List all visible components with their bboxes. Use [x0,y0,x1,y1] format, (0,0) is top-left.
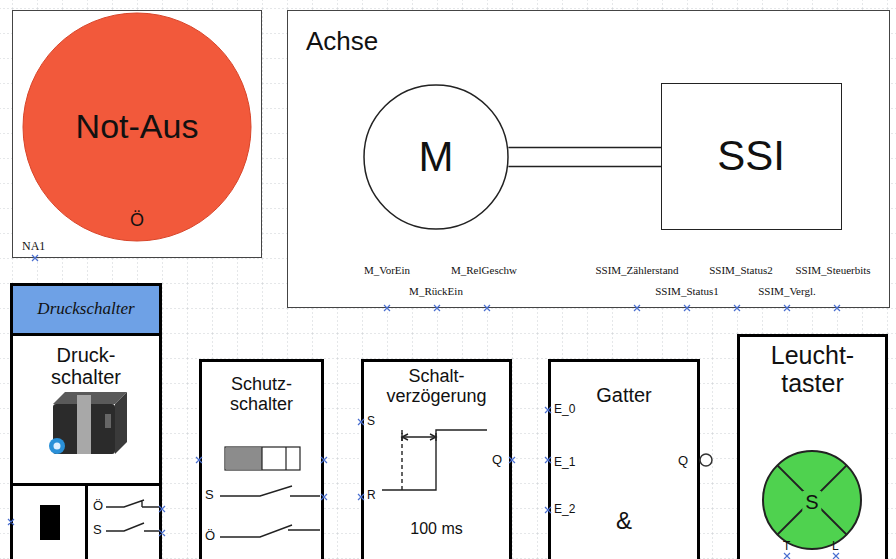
node-text: M [363,133,509,180]
symbol-part [763,451,861,549]
node-text: R [367,489,376,502]
node-text: S [802,491,821,513]
symbol-part [382,430,487,490]
pressure-switch-box-shape [13,286,159,559]
symbol-part [105,414,111,428]
pressure-switch-box: DruckschalterDruck- schalterÖS [10,283,162,559]
symbol-part [220,525,320,537]
symbol-part [40,505,60,540]
symbol-part [106,500,159,531]
delay-box: Schalt- verzögerungS Q R 100 ms [361,359,512,559]
symbol-part [77,395,91,454]
circuit-breaker-box: Schutz- schalterS Ö [199,359,324,559]
shaft-line [508,147,661,149]
symbol-part [402,434,436,440]
signal-name: SSIM_Status2 [709,264,773,276]
node-text: Ö [93,499,103,514]
symbol-part [382,430,487,490]
node-text: S [367,415,375,428]
emergency-stop-button: Not-AusÖ [22,12,252,242]
contact-cell: ÖS [88,486,159,559]
encoder-box: SSI [661,83,842,230]
symbol-part [262,447,286,470]
node-text: Ö [22,210,252,230]
gate-box: GatterE_0E_1QE_2& [548,359,700,559]
node-text: L [832,540,839,553]
symbol-part [220,486,320,537]
node-text: & [551,508,697,535]
shaft-connector [508,148,661,167]
illuminated-button-box: Leucht- tasterT L S [737,334,888,559]
node-text: NA1 [22,240,45,253]
node-text: 100 ms [364,520,509,538]
signal-name: M_RelGeschw [451,264,517,276]
node-text: Druckschalter [13,299,159,318]
motor-circle: M [363,84,509,230]
symbol-part [402,433,436,441]
signal-name: SSIM_Vergl. [758,285,816,297]
symbol-part [777,465,846,534]
node-text: Druck- schalter [31,344,141,389]
symbol-part [364,85,508,229]
axis-box: AchseM SSI [287,10,890,308]
shaft-line [508,166,661,168]
symbol-part [220,486,320,496]
symbol-part [54,443,61,450]
node-text: Not-Aus [22,107,252,145]
node-text: E_2 [554,503,575,516]
symbol-part [226,448,262,470]
signal-name: SSIM_Status1 [655,285,719,297]
node-text: Q [678,454,688,469]
node-text: E_0 [554,403,575,416]
symbol-part [115,392,127,454]
node-text: S [93,523,102,538]
signal-name: M_RückEin [409,285,463,297]
symbol-part [225,447,300,470]
lamp-button: S [762,450,862,550]
node-text: T [783,540,790,553]
node-text: Schutz- schalter [206,374,317,414]
node-text: S [205,488,214,503]
node-text: Achse [306,27,378,56]
node-text: E_1 [554,456,575,469]
node-text: Leucht- taster [745,341,880,397]
symbol-part [106,523,159,531]
symbol-part [49,438,65,454]
symbol-part [23,13,251,241]
symbol-part [106,500,159,507]
emergency-stop-frame: NA1Not-AusÖ [12,10,262,258]
signal-name: SSIM_Zählerstand [595,264,678,276]
node-text: Ö [205,529,215,544]
port-marker [8,255,840,559]
node-text: Schalt- verzögerung [368,366,505,406]
signal-name: M_VorEin [364,264,410,276]
signal-name: SSIM_Steuerbits [795,264,870,276]
negation-circle [700,454,712,466]
symbol-part [85,483,88,559]
node-text: SSI [662,132,840,179]
node-text: Q [492,453,502,468]
